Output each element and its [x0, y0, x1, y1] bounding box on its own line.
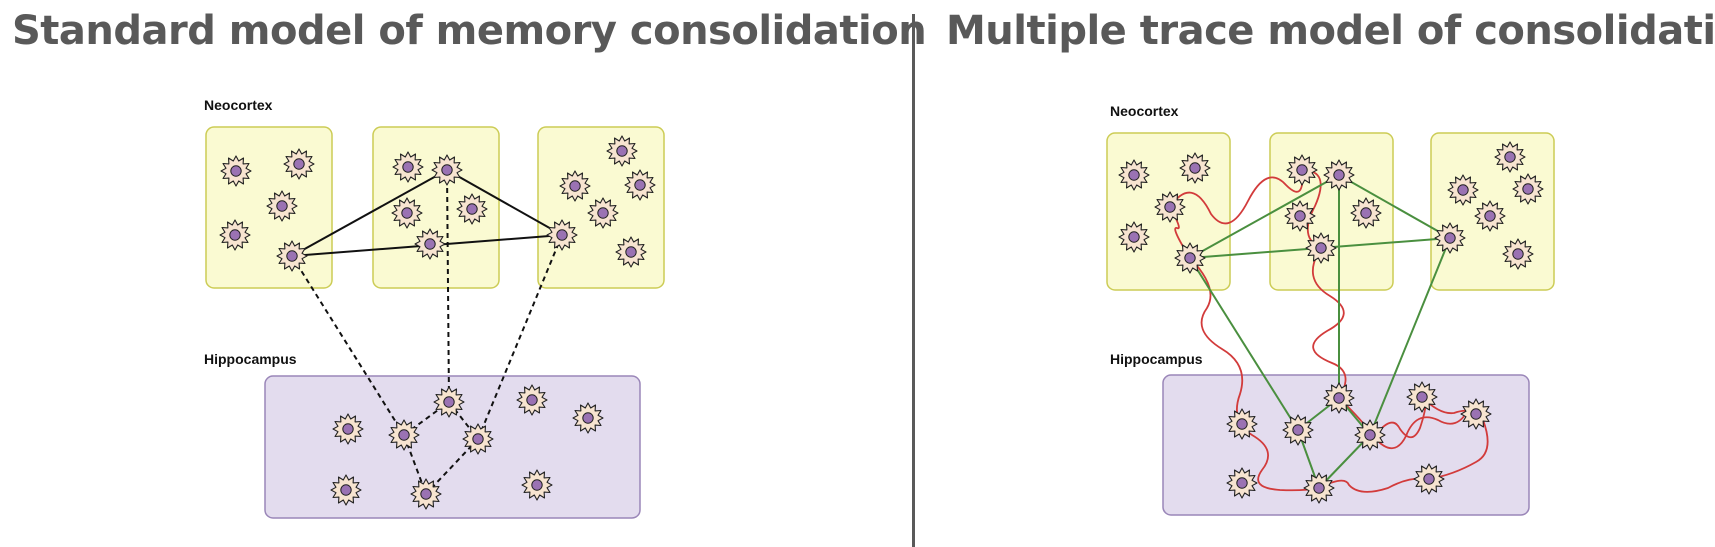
cortical-link	[291, 169, 448, 257]
wavy-trace	[1318, 477, 1430, 493]
index-link	[425, 438, 479, 495]
left-panel: Neocortex Hippocampus	[204, 97, 665, 519]
trace-link	[1189, 174, 1340, 259]
wavy-trace	[1311, 247, 1347, 399]
trace-link	[1338, 174, 1451, 239]
trace-link	[1318, 434, 1371, 489]
index-link	[291, 255, 405, 436]
left-hippocampus-label: Hippocampus	[204, 351, 297, 367]
index-link	[477, 234, 563, 440]
right-panel: Neocortex Hippocampus	[1106, 103, 1555, 516]
wavy-trace	[1169, 169, 1304, 225]
cortical-link	[446, 169, 563, 236]
right-hippocampus-label: Hippocampus	[1110, 351, 1203, 367]
trace-link	[1369, 237, 1451, 436]
trace-link	[1189, 257, 1299, 431]
index-link	[446, 169, 450, 403]
right-title: Multiple trace model of consolidation	[946, 8, 1715, 54]
left-neocortex-label: Neocortex	[204, 97, 273, 113]
right-neocortex-label: Neocortex	[1110, 103, 1179, 119]
left-title: Standard model of memory consolidation	[12, 8, 927, 54]
panel-divider	[912, 14, 915, 547]
